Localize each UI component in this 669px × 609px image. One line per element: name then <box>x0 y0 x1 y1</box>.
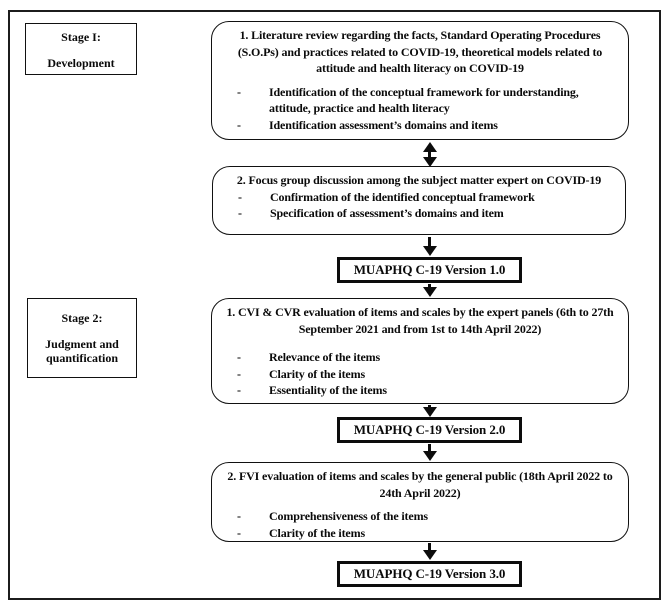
bullet-text: Specification of assessment’s domains an… <box>270 206 504 220</box>
box-heading: 2. Focus group discussion among the subj… <box>236 173 602 187</box>
arrowhead-down-icon <box>422 157 437 167</box>
down-arrow-connector <box>422 405 437 417</box>
arrow-shaft <box>428 152 431 157</box>
dash-marker: - <box>238 189 242 204</box>
bullet-item: - Specification of assessment’s domains … <box>222 205 616 222</box>
stage1-subtitle: Development <box>47 56 115 70</box>
box-heading: 1. Literature review regarding the facts… <box>237 28 603 75</box>
down-arrow-connector <box>422 444 437 461</box>
bullet-item: - Identification of the conceptual frame… <box>221 84 619 117</box>
bullet-item: - Confirmation of the identified concept… <box>222 189 616 206</box>
dash-marker: - <box>238 206 242 220</box>
arrow-shaft <box>428 237 431 246</box>
literature-review-box: 1. Literature review regarding the facts… <box>211 21 629 140</box>
version-1-label: MUAPHQ C-19 Version 1.0 <box>353 262 506 277</box>
arrowhead-down-icon <box>422 246 437 256</box>
bullet-item: - Clarity of the items <box>221 366 619 383</box>
bullet-item: - Clarity of the items <box>221 525 619 542</box>
dash-marker: - <box>237 383 241 397</box>
bullet-text: Identification assessment’s domains and … <box>269 117 498 132</box>
fvi-evaluation-box: 2. FVI evaluation of items and scales by… <box>211 462 629 542</box>
dash-marker: - <box>237 117 241 132</box>
down-arrow-connector <box>422 284 437 297</box>
arrow-shaft <box>428 543 431 550</box>
dash-marker: - <box>237 366 241 381</box>
bullet-item: - Identification assessment’s domains an… <box>221 117 619 134</box>
bullet-item: - Essentiality of the items <box>221 382 619 399</box>
version-3-label: MUAPHQ C-19 Version 3.0 <box>353 566 506 581</box>
bullet-text: Clarity of the items <box>269 366 365 381</box>
dash-marker: - <box>237 350 241 364</box>
arrow-shaft <box>428 284 431 287</box>
bullet-text: Relevance of the items <box>269 350 380 364</box>
dash-marker: - <box>237 84 241 99</box>
box-heading: 1. CVI & CVR evaluation of items and sca… <box>226 305 614 336</box>
stage2-subtitle: Judgment and quantification <box>45 337 119 365</box>
stage2-title: Stage 2: <box>61 311 103 325</box>
bullet-item: - Relevance of the items <box>221 349 619 366</box>
dash-marker: - <box>237 525 241 540</box>
double-arrow-connector <box>422 142 437 167</box>
arrowhead-down-icon <box>422 407 437 417</box>
down-arrow-connector <box>422 237 437 256</box>
arrowhead-down-icon <box>422 287 437 297</box>
cvi-cvr-evaluation-box: 1. CVI & CVR evaluation of items and sca… <box>211 298 629 404</box>
bullet-text: Identification of the conceptual framewo… <box>269 84 579 116</box>
down-arrow-connector <box>422 543 437 560</box>
box-heading: 2. FVI evaluation of items and scales by… <box>227 469 613 500</box>
stage1-label-box: Stage I: Development <box>25 23 137 75</box>
arrow-shaft <box>428 405 431 407</box>
version-1-box: MUAPHQ C-19 Version 1.0 <box>337 257 522 283</box>
dash-marker: - <box>237 509 241 523</box>
version-3-box: MUAPHQ C-19 Version 3.0 <box>337 561 522 587</box>
stage2-label-box: Stage 2: Judgment and quantification <box>27 298 137 378</box>
bullet-text: Comprehensiveness of the items <box>269 509 428 523</box>
version-2-label: MUAPHQ C-19 Version 2.0 <box>353 422 506 437</box>
arrowhead-up-icon <box>422 142 437 152</box>
bullet-item: - Comprehensiveness of the items <box>221 508 619 525</box>
bullet-text: Essentiality of the items <box>269 383 387 397</box>
bullet-text: Clarity of the items <box>269 525 365 540</box>
arrowhead-down-icon <box>422 451 437 461</box>
arrowhead-down-icon <box>422 550 437 560</box>
stage1-title: Stage I: <box>61 30 101 44</box>
bullet-text: Confirmation of the identified conceptua… <box>270 189 535 204</box>
focus-group-box: 2. Focus group discussion among the subj… <box>212 166 626 235</box>
version-2-box: MUAPHQ C-19 Version 2.0 <box>337 417 522 443</box>
arrow-shaft <box>428 444 431 451</box>
